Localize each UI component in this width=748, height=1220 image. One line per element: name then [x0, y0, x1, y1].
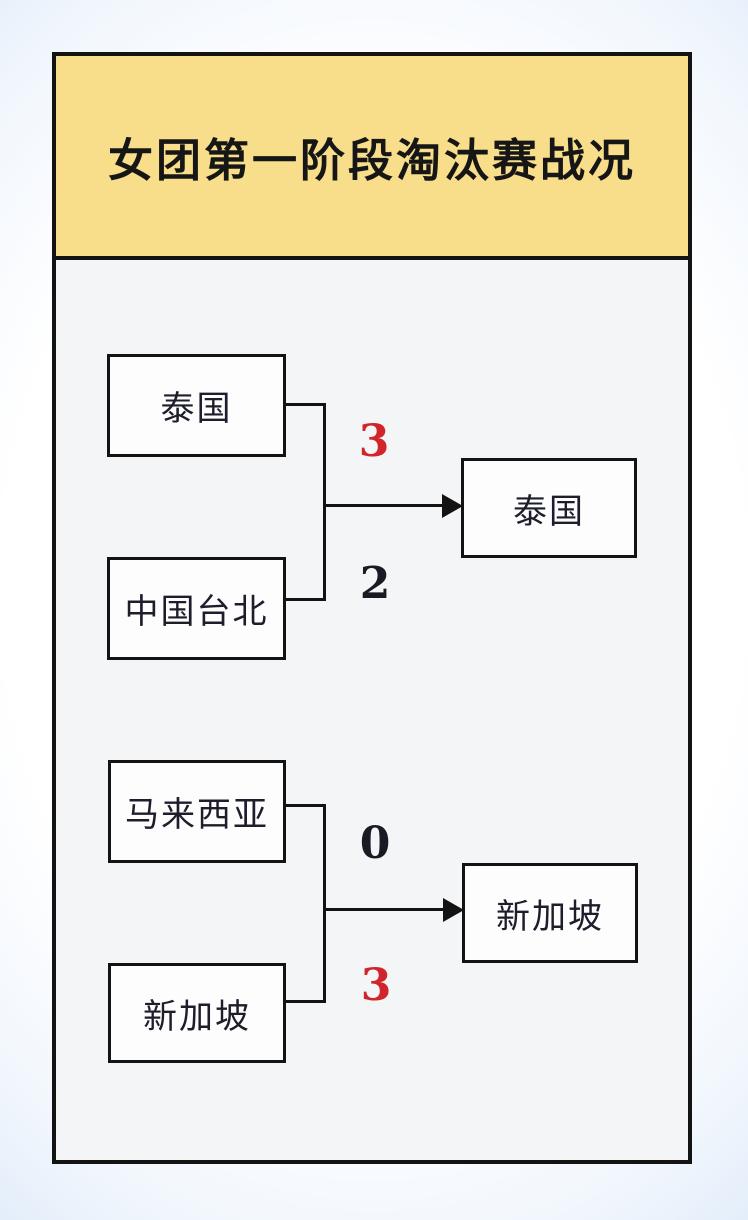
team-box-thailand: 泰国 [107, 354, 286, 457]
winner-name: 新加坡 [496, 896, 604, 937]
bracket-card: 女团第一阶段淘汰赛战况 泰国 中国台北 3 2 泰国 马来西亚 [52, 52, 692, 1164]
team-name: 马来西亚 [125, 795, 269, 835]
page-title: 女团第一阶段淘汰赛战况 [107, 133, 636, 187]
bracket-board: 泰国 中国台北 3 2 泰国 马来西亚 新加坡 [56, 260, 688, 1164]
team-box-singapore: 新加坡 [108, 963, 286, 1063]
card-header: 女团第一阶段淘汰赛战况 [56, 56, 688, 260]
score-loser: 0 [359, 817, 391, 869]
connector-line [323, 403, 326, 601]
score-winner: 3 [358, 415, 390, 467]
team-box-malaysia: 马来西亚 [108, 760, 286, 863]
connector-line [323, 804, 326, 1003]
team-box-chinese-taipei: 中国台北 [107, 557, 286, 660]
connector-line [323, 504, 443, 507]
arrow-right-icon [443, 898, 464, 922]
connector-line [286, 1000, 323, 1003]
team-name: 中国台北 [124, 592, 269, 632]
team-name: 新加坡 [143, 996, 251, 1037]
connector-line [286, 403, 323, 406]
connector-line [286, 598, 323, 601]
connector-line [286, 804, 323, 807]
winner-box-thailand: 泰国 [461, 458, 637, 558]
arrow-right-icon [442, 494, 463, 518]
connector-line [323, 908, 443, 911]
score-loser: 2 [359, 557, 391, 609]
team-name: 泰国 [160, 389, 233, 429]
winner-name: 泰国 [513, 491, 585, 532]
score-winner: 3 [360, 959, 392, 1011]
winner-box-singapore: 新加坡 [462, 863, 638, 963]
